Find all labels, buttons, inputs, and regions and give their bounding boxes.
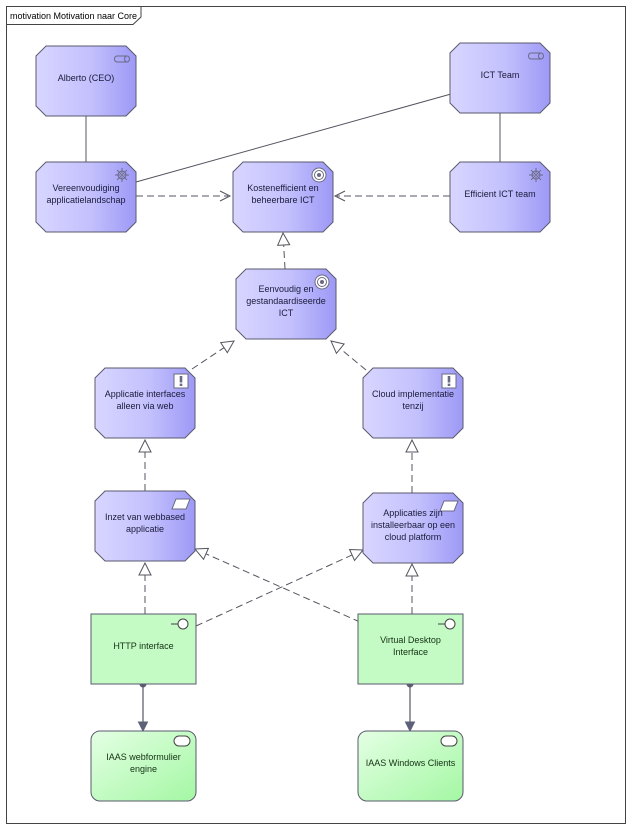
driver-icon <box>529 168 543 182</box>
element-principle-applicatie-interfaces[interactable]: Applicatie interfaces alleen via web <box>94 367 196 439</box>
element-label-line: tenzij <box>402 401 423 411</box>
connector-realization-virtual_desktop-to-applicaties_cloud[interactable] <box>405 562 419 614</box>
element-label-line: applicatielandschap <box>46 195 125 205</box>
element-interface-http-interface[interactable]: HTTP interface <box>90 613 197 685</box>
diagram-frame <box>6 6 626 824</box>
element-label-line: alleen via web <box>116 401 173 411</box>
element-principle-cloud-implementatie[interactable]: Cloud implementatie tenzij <box>362 367 464 439</box>
driver-icon <box>115 168 129 182</box>
connector-realization-applicatie_interfaces-to-eenvoudig[interactable] <box>191 340 235 370</box>
element-label-line: Alberto (CEO) <box>58 73 115 83</box>
connector-assignment-virtual_desktop-to-iaas_windows[interactable] <box>404 680 416 733</box>
element-label-line: gestandaardiseerde <box>246 296 326 306</box>
connector-assignment-http_interface-to-iaas_webformulier[interactable] <box>137 680 149 733</box>
element-label-line: Vereenvoudiging <box>52 183 119 193</box>
element-driver-vereenvoudiging[interactable]: Vereenvoudiging applicatielandschap <box>35 161 137 233</box>
element-label-line: cloud platform <box>385 532 442 542</box>
element-label-line: beheerbare ICT <box>251 195 315 205</box>
interface-icon <box>171 618 189 630</box>
principle-icon <box>441 373 457 389</box>
element-component-iaas-windows[interactable]: IAAS Windows Clients <box>357 730 464 802</box>
frame-title: motivation Motivation naar Core <box>10 11 137 21</box>
element-goal-kostenefficient[interactable]: Kostenefficient en beheerbare ICT <box>232 161 334 233</box>
connectors-layer <box>85 93 501 733</box>
goal-icon <box>311 167 327 183</box>
connector-realization-http_interface-to-applicaties_cloud[interactable] <box>195 548 365 627</box>
component-icon <box>440 735 458 747</box>
element-label-line: ICT <box>279 308 294 318</box>
element-requirement-inzet-webbased[interactable]: Inzet van webbased applicatie <box>94 490 196 562</box>
element-label-line: Efficient ICT team <box>464 189 535 199</box>
element-component-iaas-webformulier[interactable]: IAAS webformulier engine <box>90 730 197 802</box>
stakeholder-icon <box>114 55 130 63</box>
element-label-line: installeerbaar op een <box>371 520 455 530</box>
element-label-line: Kostenefficient en <box>247 183 318 193</box>
element-label-line: Virtual Desktop <box>380 635 441 645</box>
element-label-line: Applicatie interfaces <box>105 389 186 399</box>
interface-icon <box>438 618 456 630</box>
connector-association-ict_team-to-vereenvoudiging[interactable] <box>135 93 452 183</box>
element-label-line: IAAS webformulier <box>106 752 181 762</box>
element-label-line: engine <box>130 764 157 774</box>
connector-realization-eenvoudig-to-kostenefficient[interactable] <box>276 231 291 270</box>
element-requirement-applicaties-cloud[interactable]: Applicaties zijn installeerbaar op een clo… <box>362 492 464 564</box>
goal-icon <box>314 274 330 290</box>
element-label-line: Cloud implementatie <box>372 389 454 399</box>
connector-realization-applicaties_cloud-to-cloud_implementatie[interactable] <box>405 438 419 493</box>
frame-title-tab <box>6 6 142 25</box>
element-label-line: Eenvoudig en <box>258 284 313 294</box>
stakeholder-icon <box>528 52 544 60</box>
connector-realization-http_interface-to-inzet_webbased[interactable] <box>138 561 152 614</box>
principle-icon <box>173 373 189 389</box>
element-label-line: IAAS Windows Clients <box>366 758 456 768</box>
connector-realization-cloud_implementatie-to-eenvoudig[interactable] <box>330 340 367 371</box>
element-label-line: ICT Team <box>481 70 520 80</box>
element-stakeholder-alberto[interactable]: Alberto (CEO) <box>35 45 137 117</box>
element-label-line: applicatie <box>126 524 164 534</box>
element-label-line: Interface <box>393 647 428 657</box>
connector-realization-inzet_webbased-to-applicatie_interfaces[interactable] <box>138 438 152 491</box>
component-icon <box>173 735 191 747</box>
connector-influence-efficient_ict-to-kostenefficient[interactable] <box>333 190 450 202</box>
element-label-line: Applicaties zijn <box>383 508 443 518</box>
connector-influence-vereenvoudiging-to-kostenefficient[interactable] <box>136 190 232 202</box>
requirement-icon <box>171 498 191 510</box>
connector-realization-virtual_desktop-to-inzet_webbased[interactable] <box>193 547 361 623</box>
requirement-icon <box>439 500 459 512</box>
element-label-line: Inzet van webbased <box>105 512 185 522</box>
element-driver-efficient-ict[interactable]: Efficient ICT team <box>449 161 551 233</box>
element-label-line: HTTP interface <box>113 641 173 651</box>
element-stakeholder-ict-team[interactable]: ICT Team <box>449 42 551 114</box>
